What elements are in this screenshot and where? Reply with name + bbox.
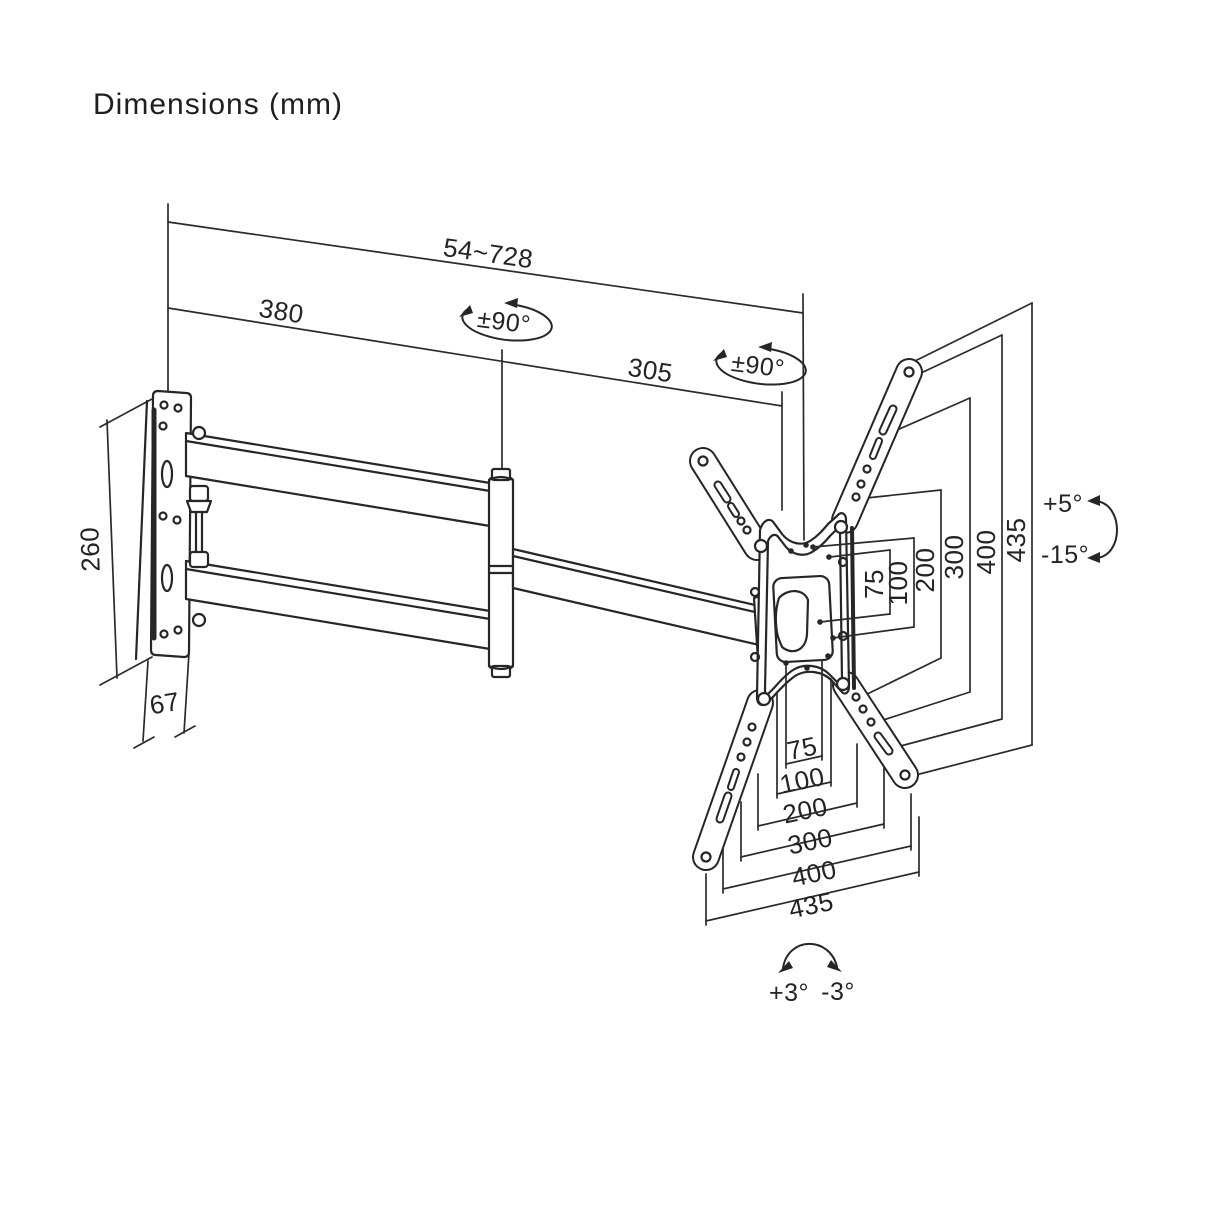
page-title: Dimensions (mm) xyxy=(93,88,343,121)
dim-swivel-rear: ±90° xyxy=(730,349,787,383)
dim-vesa-h-400: 400 xyxy=(789,854,839,893)
dim-arm-front: 380 xyxy=(257,293,306,330)
vesa-leader-lines xyxy=(776,293,915,799)
dim-arm-rear: 305 xyxy=(626,352,675,389)
dim-tilt-up: +5° xyxy=(1043,490,1083,518)
swivel-icon-front xyxy=(459,298,553,342)
dim-extension-range: 54~728 xyxy=(441,232,535,274)
vesa-plate xyxy=(749,512,856,707)
swivel-icon-rear xyxy=(713,342,807,386)
dimension-lines xyxy=(99,203,1033,926)
dim-wall-plate-depth: 67 xyxy=(147,686,181,720)
dim-vesa-h-75: 75 xyxy=(784,730,820,766)
dim-vesa-v-400: 400 xyxy=(971,530,1001,575)
vesa-extension-arms xyxy=(689,358,923,871)
motion-symbols xyxy=(459,298,1118,973)
dim-roll-minus: -3° xyxy=(821,978,855,1006)
dim-tilt-down: -15° xyxy=(1041,541,1089,569)
dim-wall-plate-height: 260 xyxy=(74,526,106,572)
dim-vesa-v-435: 435 xyxy=(1001,518,1031,563)
roll-arrow-icon xyxy=(778,943,842,973)
tilt-arrow-icon xyxy=(1087,495,1118,563)
dim-vesa-h-435: 435 xyxy=(786,886,836,925)
dimension-labels: 54~728 380 305 ±90° ±90° 260 67 75 100 2… xyxy=(74,232,1089,1007)
dim-vesa-v-75: 75 xyxy=(859,569,889,599)
dim-swivel-front: ±90° xyxy=(476,305,533,339)
dim-roll-plus: +3° xyxy=(769,979,809,1007)
dim-vesa-v-300: 300 xyxy=(939,535,969,580)
wall-plate xyxy=(134,389,193,661)
dim-vesa-v-100: 100 xyxy=(883,561,913,606)
dim-vesa-v-200: 200 xyxy=(910,548,940,593)
